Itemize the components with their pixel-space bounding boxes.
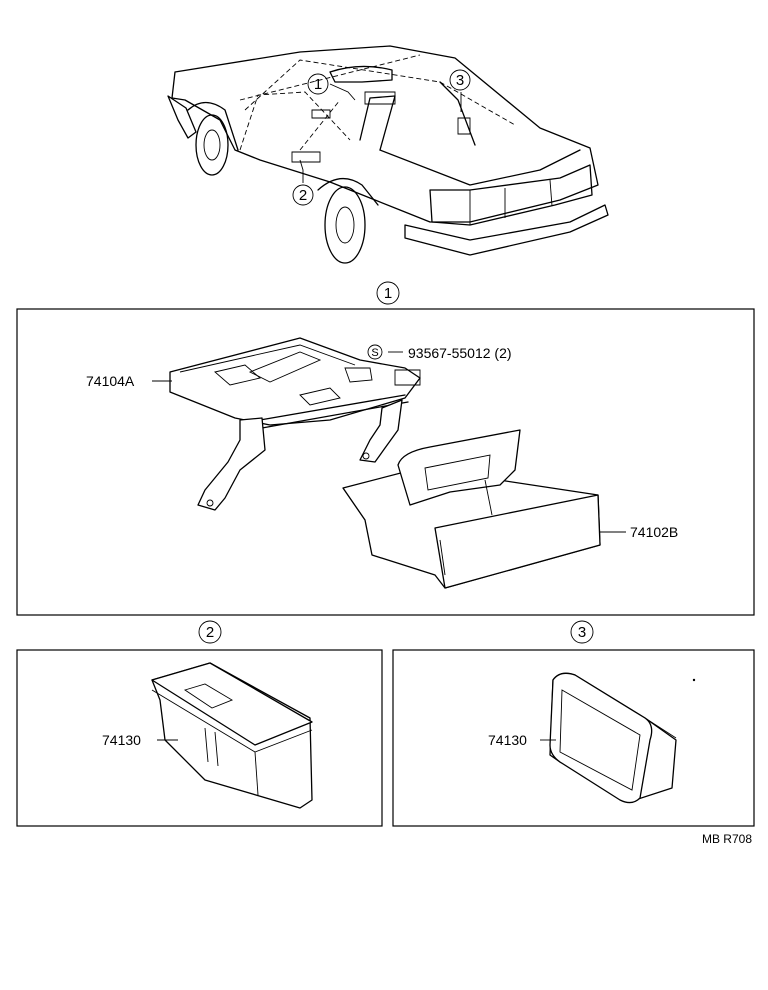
callout-2-car-label: 2 — [299, 187, 307, 204]
bracket-74104A-drawing — [169, 337, 421, 511]
box-74130-a-drawing — [151, 662, 313, 809]
panel-2-frame — [16, 649, 383, 827]
callout-3-car-label: 3 — [456, 72, 464, 89]
screw-part-number: 93567-55012 (2) — [408, 345, 512, 361]
panel-1-header: 1 — [376, 281, 400, 305]
callout-1-car-label: 1 — [314, 76, 322, 93]
panel-2-callout: 2 — [206, 624, 214, 641]
car-illustration — [167, 45, 609, 264]
speck — [692, 678, 696, 682]
panel-3-frame — [392, 649, 755, 827]
panel-3-callout: 3 — [578, 624, 586, 641]
box-74102B-drawing — [342, 429, 601, 589]
screw-symbol: S — [371, 347, 378, 359]
box-1-part-number: 74102B — [630, 524, 678, 540]
screw-symbol-ring — [367, 344, 383, 360]
diagram-code: MB R708 — [702, 832, 752, 846]
bracket-part-number: 74104A — [86, 373, 135, 389]
panel-3-header: 3 — [570, 620, 594, 644]
panel-1-frame — [16, 308, 755, 616]
panel-1-callout: 1 — [384, 285, 392, 302]
callout-1-car: 1 — [307, 73, 329, 95]
box-3-part-number: 74130 — [488, 732, 527, 748]
box-2-part-number: 74130 — [102, 732, 141, 748]
callout-2-car: 2 — [292, 184, 314, 206]
panel-2-header: 2 — [198, 620, 222, 644]
box-74130-b-drawing — [549, 672, 677, 804]
callout-3-car: 3 — [449, 69, 471, 91]
